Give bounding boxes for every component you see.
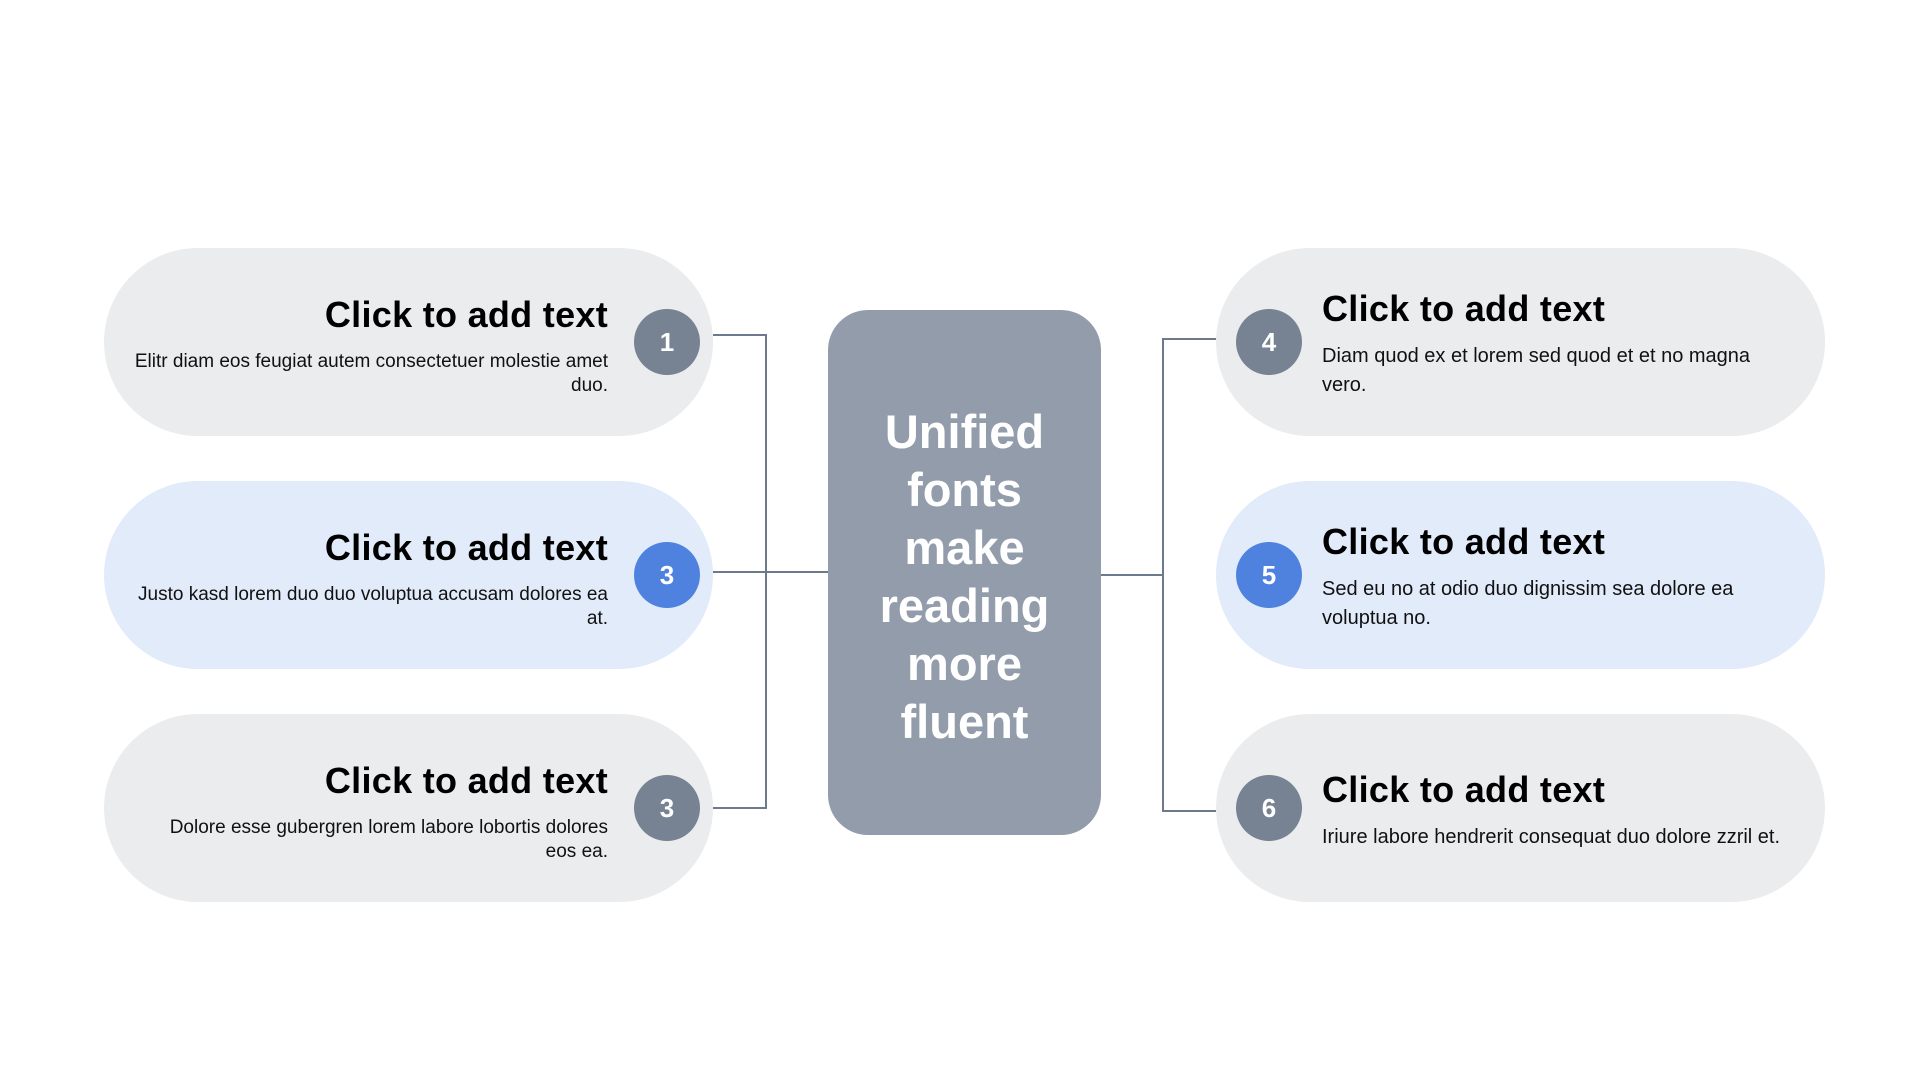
item-text-block: Click to add text Sed eu no at odio duo … [1322, 481, 1800, 669]
item-number-badge: 5 [1236, 542, 1302, 608]
item-text-block: Click to add text Iriure labore hendreri… [1322, 714, 1800, 902]
item-text-block: Click to add text Elitr diam eos feugiat… [134, 248, 608, 436]
center-box[interactable]: Unified fonts make reading more fluent [828, 310, 1101, 835]
item-description[interactable]: Diam quod ex et lorem sed quod et et no … [1322, 345, 1751, 396]
item-text-block: Click to add text Dolore esse gubergren … [134, 714, 608, 902]
item-number-badge: 3 [634, 542, 700, 608]
item-description[interactable]: Justo kasd lorem duo duo voluptua accusa… [138, 584, 608, 629]
item-title[interactable]: Click to add text [324, 527, 608, 568]
item-title[interactable]: Click to add text [324, 760, 608, 801]
item-number-badge: 4 [1236, 309, 1302, 375]
item-description[interactable]: Iriure labore hendrerit consequat duo do… [1322, 825, 1781, 848]
item-card-5[interactable]: 5 Click to add text Sed eu no at odio du… [1216, 481, 1825, 669]
item-title[interactable]: Click to add text [1322, 288, 1606, 329]
item-title[interactable]: Click to add text [1322, 521, 1606, 562]
item-number-badge: 6 [1236, 775, 1302, 841]
item-card-4[interactable]: 4 Click to add text Diam quod ex et lore… [1216, 248, 1825, 436]
item-card-2[interactable]: Click to add text Justo kasd lorem duo d… [104, 481, 713, 669]
connector-right-4 [1162, 338, 1216, 575]
item-number-badge: 3 [634, 775, 700, 841]
item-title[interactable]: Click to add text [324, 294, 608, 335]
center-label: Unified fonts make reading more fluent [879, 404, 1050, 748]
connector-left-1 [713, 334, 767, 572]
item-card-3[interactable]: Click to add text Dolore esse gubergren … [104, 714, 713, 902]
item-description[interactable]: Sed eu no at odio duo dignissim sea dolo… [1322, 578, 1734, 629]
item-card-1[interactable]: Click to add text Elitr diam eos feugiat… [104, 248, 713, 436]
connector-left-3 [713, 572, 767, 809]
item-text-block: Click to add text Justo kasd lorem duo d… [134, 481, 608, 669]
item-card-6[interactable]: 6 Click to add text Iriure labore hendre… [1216, 714, 1825, 902]
item-description[interactable]: Elitr diam eos feugiat autem consectetue… [134, 351, 608, 396]
item-text-block: Click to add text Diam quod ex et lorem … [1322, 248, 1800, 436]
connector-right-6 [1162, 575, 1216, 812]
item-description[interactable]: Dolore esse gubergren lorem labore lobor… [169, 817, 608, 862]
item-number-badge: 1 [634, 309, 700, 375]
item-title[interactable]: Click to add text [1322, 768, 1606, 810]
